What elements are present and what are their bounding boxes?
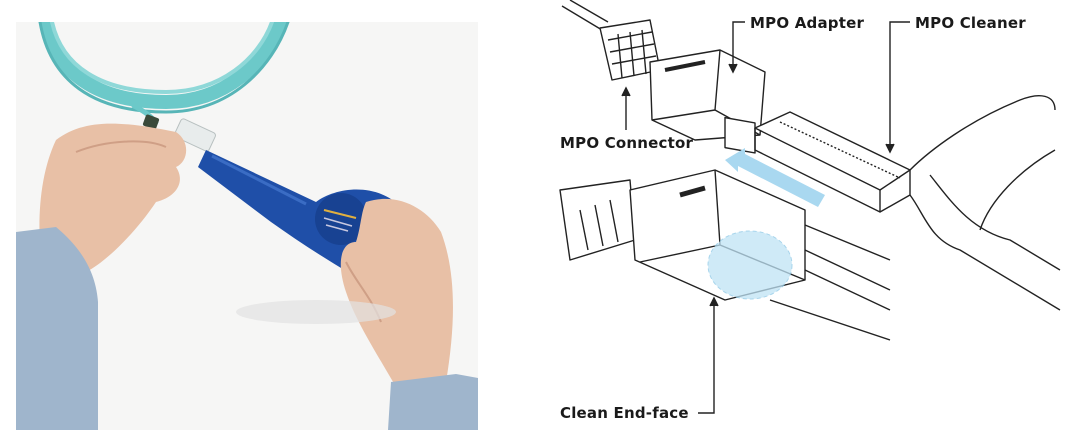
- direction-arrow: [725, 148, 825, 207]
- adapter-callout: [732, 21, 745, 70]
- label-mpo-adapter: MPO Adapter: [750, 14, 865, 32]
- left-sleeve: [16, 227, 98, 430]
- callout-lines: [621, 21, 910, 414]
- cleaner-callout: [889, 21, 910, 150]
- mpo-diagram-illustration: [559, 0, 1061, 414]
- mpo-cleaning-diagram: MPO Adapter MPO Cleaner MPO Connector Cl…: [540, 0, 1066, 446]
- right-sleeve: [388, 374, 478, 430]
- label-mpo-connector: MPO Connector: [560, 134, 694, 152]
- top-mpo-adapter: [649, 49, 766, 154]
- fiber-connector: [142, 114, 216, 152]
- fiber-cable-coil: [38, 22, 290, 125]
- cleaner-photo: [16, 22, 478, 430]
- end-face-highlight: [707, 230, 793, 300]
- end-face-callout: [698, 300, 715, 414]
- top-cable: [561, 0, 609, 31]
- label-mpo-cleaner: MPO Cleaner: [915, 14, 1026, 32]
- mpo-cleaner-tool: [754, 94, 1061, 311]
- label-clean-end-face: Clean End-face: [560, 404, 689, 422]
- top-mpo-connector: [599, 19, 661, 81]
- cleaner-photo-illustration: [16, 22, 478, 430]
